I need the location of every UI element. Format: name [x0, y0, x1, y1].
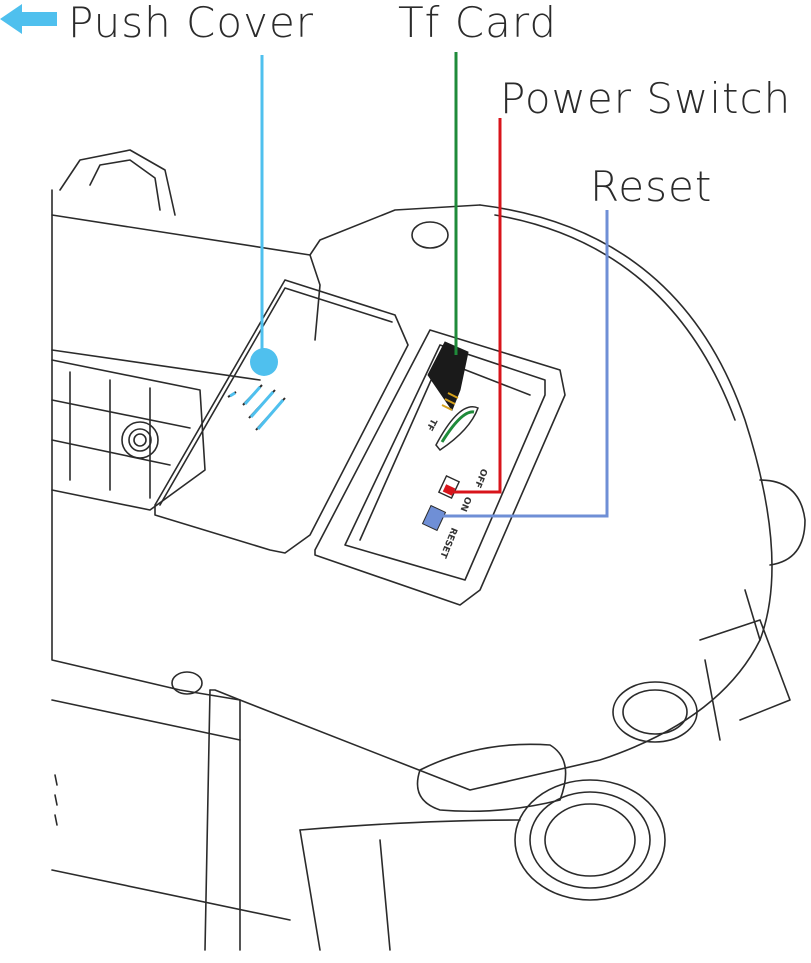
tf-card-label: Tf Card — [398, 0, 558, 47]
tf-slot-highlight — [440, 410, 475, 443]
reset-marking: RESET — [437, 526, 459, 560]
tf-slot — [435, 406, 479, 452]
reset-label: Reset — [590, 162, 713, 211]
off-marking: OFF — [472, 467, 489, 489]
reset-button — [421, 504, 447, 532]
tf-card-icon — [427, 341, 469, 412]
push-cover-label: Push Cover — [68, 0, 315, 47]
camera-body-outline — [51, 149, 806, 951]
arrow-left-icon — [0, 4, 57, 34]
tf-marking: TF — [424, 417, 439, 433]
power-switch-leader — [452, 118, 502, 494]
power-switch-slot — [437, 474, 461, 500]
push-arrow-stripes-fill — [229, 386, 285, 430]
reset-leader — [436, 210, 609, 518]
power-switch-label: Power Switch — [500, 74, 792, 123]
on-marking: ON — [458, 495, 473, 513]
push-cover-dot — [250, 348, 278, 376]
